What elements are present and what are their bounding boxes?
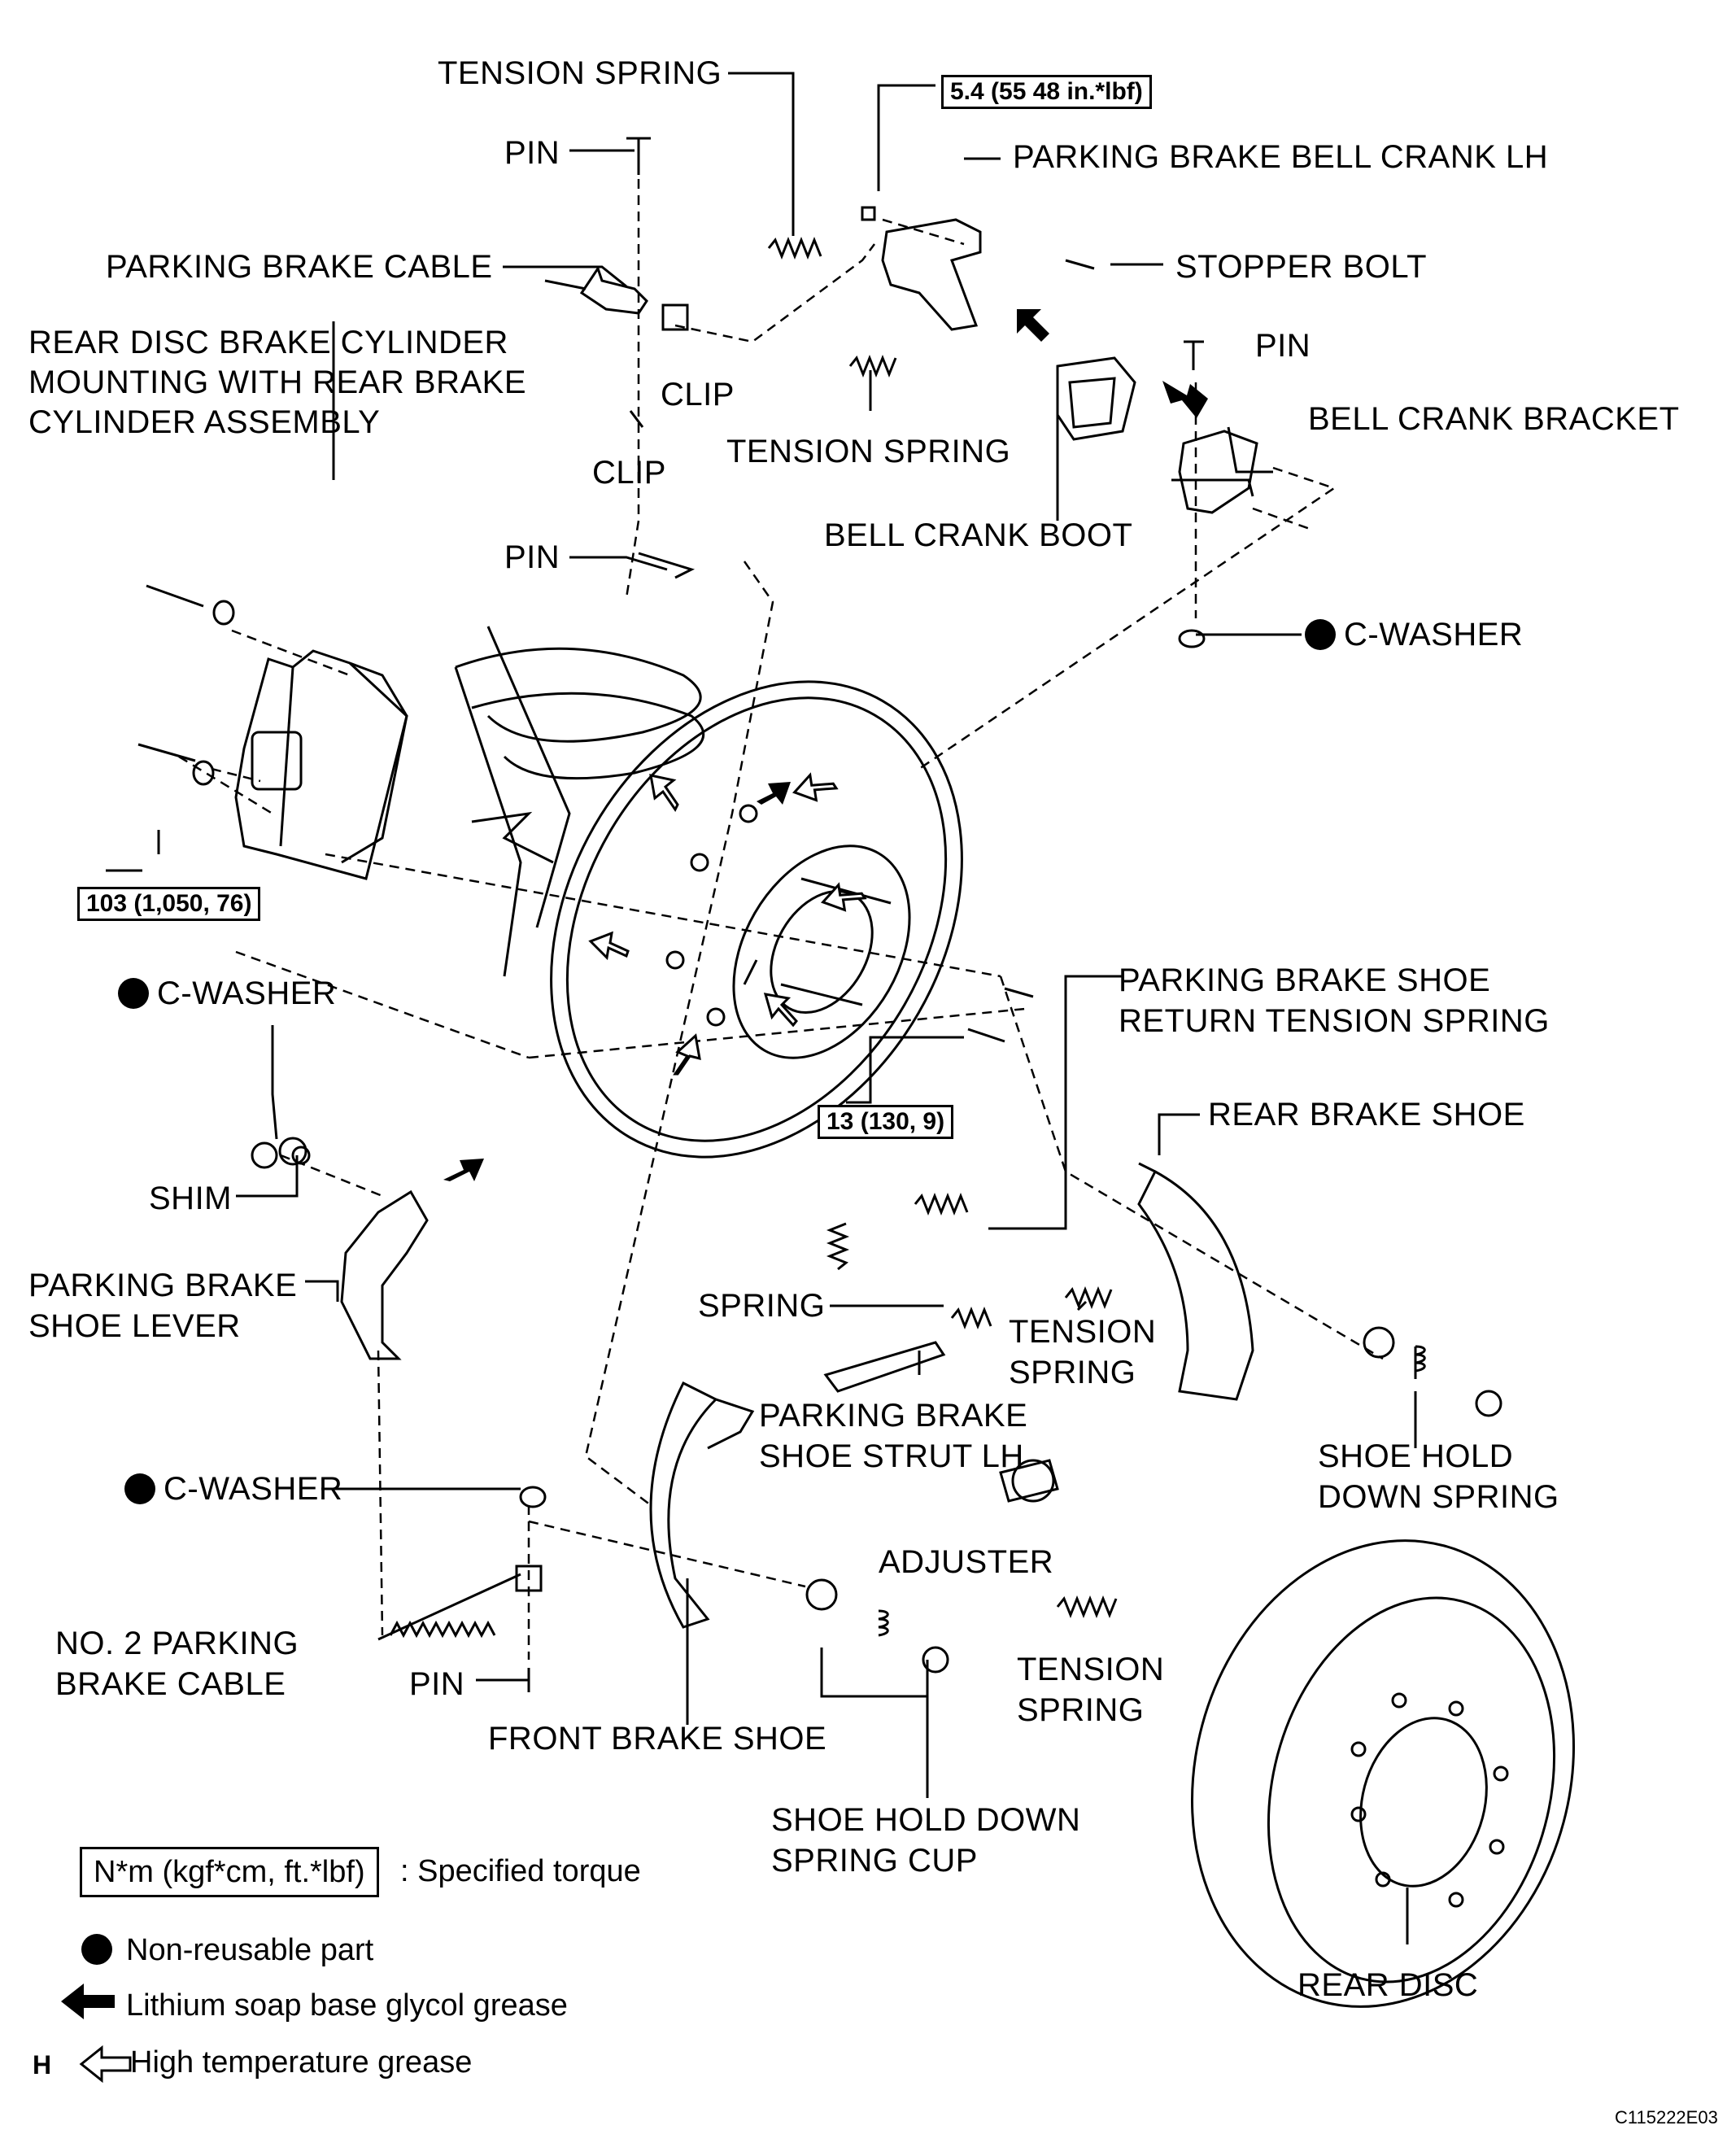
- label-c-washer-left: C-WASHER: [157, 975, 337, 1011]
- label-front-brake-shoe: FRONT BRAKE SHOE: [488, 1721, 827, 1757]
- label-stopper-bolt: STOPPER BOLT: [1175, 249, 1428, 285]
- label-tension-spring-top: TENSION SPRING: [438, 55, 722, 91]
- non-reusable-dot: [118, 978, 149, 1009]
- label-rear-brake-shoe: REAR BRAKE SHOE: [1208, 1097, 1525, 1133]
- label-parking-brake-shoe-lever: PARKING BRAKE SHOE LEVER: [28, 1268, 298, 1344]
- label-bell-crank-boot: BELL CRANK BOOT: [824, 517, 1133, 553]
- label-tension-spring-mid: TENSION SPRING: [726, 434, 1011, 469]
- label-c-washer-top: C-WASHER: [1344, 617, 1524, 652]
- figure-id: C115222E03: [1615, 2107, 1718, 2128]
- legend-lithium-grease: Lithium soap base glycol grease: [126, 1988, 568, 2023]
- label-clip-bottom: CLIP: [592, 455, 666, 491]
- torque-box-bell-crank-nut: 5.4 (55 48 in.*lbf): [941, 75, 1152, 109]
- torque-box-bracket-bolt: 13 (130, 9): [818, 1105, 954, 1139]
- label-pin-right: PIN: [1255, 328, 1311, 364]
- legend-torque-text: : Specified torque: [400, 1854, 641, 1888]
- label-bell-crank-bracket: BELL CRANK BRACKET: [1308, 401, 1680, 437]
- label-rear-disc-brake-cylinder: REAR DISC BRAKE CYLINDER MOUNTING WITH R…: [28, 325, 527, 440]
- label-adjuster: ADJUSTER: [879, 1544, 1054, 1580]
- label-shoe-hold-down-spring-cup: SHOE HOLD DOWN SPRING CUP: [771, 1802, 1081, 1879]
- label-shoe-hold-down-spring: SHOE HOLD DOWN SPRING: [1318, 1438, 1559, 1515]
- label-return-tension-spring: PARKING BRAKE SHOE RETURN TENSION SPRING: [1119, 962, 1550, 1039]
- label-parking-brake-cable: PARKING BRAKE CABLE: [106, 249, 493, 285]
- label-parking-brake-shoe-strut: PARKING BRAKE SHOE STRUT LH: [759, 1398, 1028, 1474]
- label-no2-parking-brake-cable: NO. 2 PARKING BRAKE CABLE: [55, 1626, 299, 1702]
- torque-box-caliper-bolt: 103 (1,050, 76): [77, 887, 261, 921]
- non-reusable-dot: [1305, 619, 1336, 650]
- legend-torque-box: N*m (kgf*cm, ft.*lbf): [80, 1847, 379, 1897]
- label-shim: SHIM: [149, 1181, 232, 1216]
- legend-high-temp-grease: High temperature grease: [130, 2045, 473, 2080]
- legend-non-reusable-dot: [81, 1934, 112, 1965]
- label-c-washer-bottom: C-WASHER: [164, 1471, 343, 1507]
- label-clip-right: CLIP: [661, 377, 735, 412]
- label-pin-top: PIN: [504, 135, 560, 171]
- label-spring: SPRING: [698, 1288, 826, 1324]
- non-reusable-dot: [124, 1473, 155, 1504]
- label-tension-spring-r2: TENSION SPRING: [1017, 1652, 1165, 1728]
- legend-non-reusable: Non-reusable part: [126, 1933, 374, 1967]
- corner-mark: H: [33, 2050, 52, 2080]
- label-tension-spring-r1: TENSION SPRING: [1009, 1314, 1157, 1390]
- label-bell-crank-lh: PARKING BRAKE BELL CRANK LH: [1013, 139, 1549, 175]
- label-pin-bottom: PIN: [409, 1666, 465, 1702]
- label-pin-mid: PIN: [504, 539, 560, 575]
- label-rear-disc: REAR DISC: [1297, 1967, 1479, 2003]
